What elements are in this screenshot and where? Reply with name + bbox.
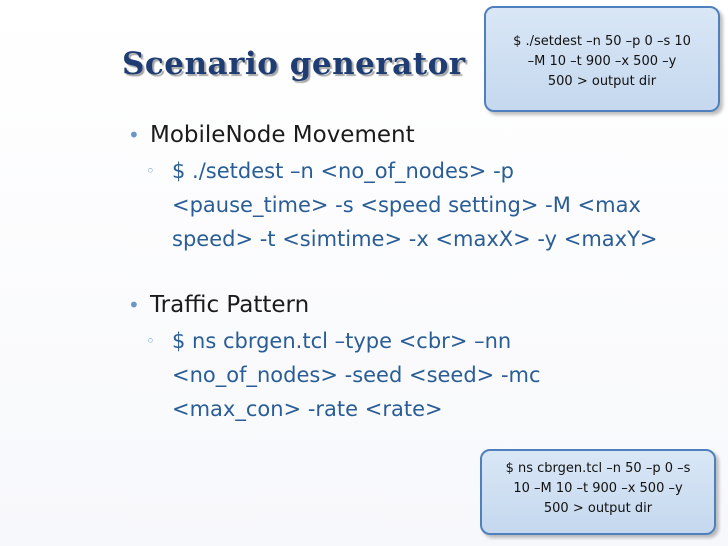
callout-line: 500 > output dir <box>543 501 653 516</box>
bullet-traffic-pattern: • Traffic Pattern <box>128 288 708 322</box>
callout-line: 500 > output dir <box>547 74 657 89</box>
slide-content: • MobileNode Movement ◦ $ ./setdest –n <… <box>128 118 708 426</box>
command-line: <max_con> -rate <rate> <box>172 397 443 421</box>
slide-accent <box>0 0 728 3</box>
command-line: speed> -t <simtime> -x <maxX> -y <maxY> <box>172 227 658 251</box>
command-line: $ ./setdest –n <no_of_nodes> -p <box>172 159 514 183</box>
command-line: $ ns cbrgen.tcl –type <cbr> –nn <box>172 329 512 353</box>
command-line: <pause_time> -s <speed setting> -M <max <box>172 193 641 217</box>
callout-setdest-example: $ ./setdest –n 50 –p 0 –s 10 –M 10 –t 90… <box>484 6 720 112</box>
bullet-mobilenode-movement: • MobileNode Movement <box>128 118 708 152</box>
bullet-glyph: • <box>128 123 140 147</box>
spacer <box>128 256 708 288</box>
callout-line: $ ns cbrgen.tcl –n 50 –p 0 –s <box>505 461 691 476</box>
sub-bullet-cbrgen-command: ◦ $ ns cbrgen.tcl –type <cbr> –nn <no_of… <box>146 324 708 426</box>
callout-cbrgen-example: $ ns cbrgen.tcl –n 50 –p 0 –s 10 –M 10 –… <box>480 449 716 535</box>
sub-bullet-glyph: ◦ <box>146 162 155 180</box>
slide-title: Scenario generator <box>122 46 466 82</box>
sub-bullet-glyph: ◦ <box>146 332 155 350</box>
callout-line: $ ./setdest –n 50 –p 0 –s 10 <box>513 34 691 49</box>
sub-bullet-setdest-command: ◦ $ ./setdest –n <no_of_nodes> -p <pause… <box>146 154 708 256</box>
command-line: <no_of_nodes> -seed <seed> -mc <box>172 363 541 387</box>
callout-line: 10 –M 10 –t 900 –x 500 –y <box>513 481 683 496</box>
bullet-glyph: • <box>128 293 140 317</box>
bullet-label: Traffic Pattern <box>150 292 310 318</box>
bullet-label: MobileNode Movement <box>150 122 415 148</box>
callout-line: –M 10 –t 900 –x 500 –y <box>527 54 677 69</box>
